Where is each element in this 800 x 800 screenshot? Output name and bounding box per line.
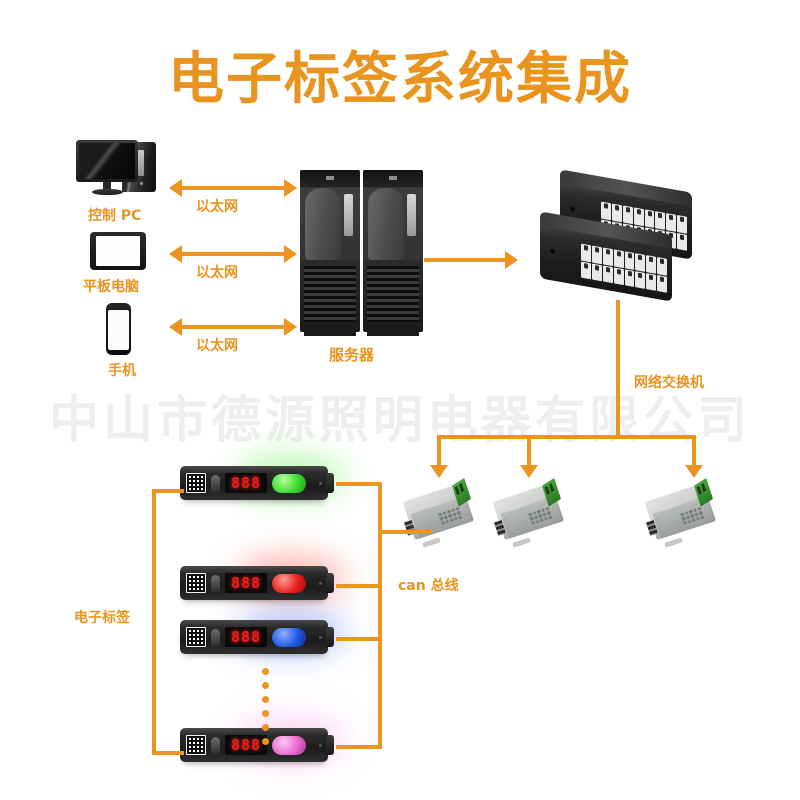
phone-icon: [106, 303, 131, 355]
tag-display: 888: [225, 573, 267, 593]
can-module-1: [402, 477, 484, 548]
tag-right-stub-1: [336, 482, 382, 486]
electronic-tag[interactable]: 888: [180, 566, 334, 600]
qr-code-icon: [186, 573, 206, 593]
qr-code-icon: [186, 473, 206, 493]
tag-led-button[interactable]: [272, 473, 306, 493]
label-ethernet-1: 以太网: [196, 199, 238, 215]
label-control-pc: 控制 PC: [88, 208, 142, 224]
server-to-switch-link: [424, 258, 508, 262]
label-electronic-tags: 电子标签: [74, 610, 130, 626]
tag-bus-to-can: [378, 530, 432, 534]
ethernet-arrow-left-3: [169, 318, 182, 336]
tag-ellipsis: [262, 668, 269, 745]
label-server: 服务器: [329, 346, 375, 364]
label-phone: 手机: [108, 363, 136, 379]
switch-trunk-line: [616, 300, 620, 439]
ethernet-arrow-right-2: [284, 245, 297, 263]
can-branch-bar: [437, 435, 696, 439]
ethernet-link-2: [182, 252, 284, 256]
ethernet-link-3: [182, 325, 284, 329]
tag-led-button[interactable]: [272, 573, 306, 593]
tag-left-stub-top: [152, 489, 184, 493]
tag-button[interactable]: [211, 736, 220, 754]
can-module-2: [492, 477, 574, 548]
watermark: 中山市德源照明电器有限公司: [49, 391, 751, 449]
ethernet-link-1: [182, 186, 284, 190]
electronic-tag[interactable]: 888: [180, 728, 334, 762]
qr-code-icon: [186, 627, 206, 647]
qr-code-icon: [186, 735, 206, 755]
can-arrow-1: [430, 465, 448, 478]
label-network-switch: 网络交换机: [634, 375, 704, 391]
tag-right-stub-4: [336, 745, 382, 749]
tag-left-stub-bottom: [152, 751, 184, 755]
tag-button[interactable]: [211, 474, 220, 492]
label-tablet: 平板电脑: [83, 279, 139, 295]
can-module-3: [644, 477, 726, 548]
ethernet-arrow-left-2: [169, 245, 182, 263]
tag-button[interactable]: [211, 574, 220, 592]
server-rack: [300, 170, 360, 336]
tag-right-stub-2: [336, 584, 382, 588]
label-ethernet-3: 以太网: [196, 338, 238, 354]
page-title: 电子标签系统集成: [168, 47, 632, 112]
server-to-switch-arrow: [505, 251, 518, 269]
can-arrow-3: [685, 465, 703, 478]
ethernet-arrow-right-3: [284, 318, 297, 336]
network-switch-lower: [540, 211, 672, 302]
server-rack: [363, 170, 423, 336]
electronic-tag[interactable]: 888: [180, 620, 334, 654]
ethernet-arrow-left-1: [169, 179, 182, 197]
pc-monitor: [76, 140, 138, 182]
desktop-pc-icon: [76, 140, 162, 198]
network-switch-icon: [536, 169, 716, 312]
electronic-tag[interactable]: 888: [180, 466, 334, 500]
server-racks-icon: [300, 170, 423, 336]
tablet-icon: [90, 232, 146, 270]
label-ethernet-2: 以太网: [196, 265, 238, 281]
switch-ports-lower: [581, 243, 667, 293]
tag-display: 888: [225, 627, 267, 647]
tag-display: 888: [225, 735, 267, 755]
tag-left-bus: [152, 489, 156, 755]
ethernet-arrow-right-1: [284, 179, 297, 197]
tag-display: 888: [225, 473, 267, 493]
label-can-bus: can 总线: [398, 578, 459, 594]
tag-right-stub-3: [336, 637, 382, 641]
tag-led-button[interactable]: [272, 735, 306, 755]
can-arrow-2: [520, 465, 538, 478]
can-drop-2: [527, 435, 531, 467]
tag-button[interactable]: [211, 628, 220, 646]
can-drop-1: [437, 435, 441, 467]
tag-led-button[interactable]: [272, 627, 306, 647]
tag-right-bus: [378, 482, 382, 749]
can-drop-3: [692, 435, 696, 467]
